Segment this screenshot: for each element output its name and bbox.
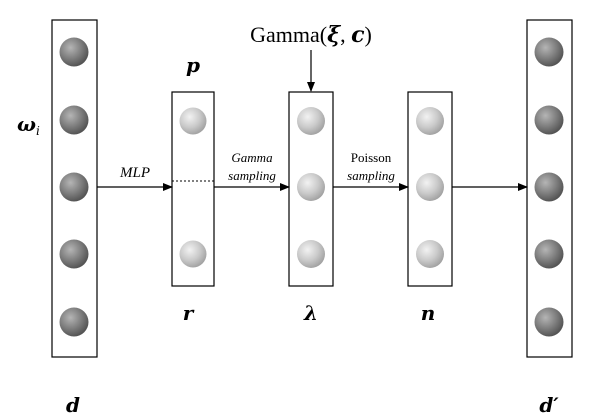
lambda-label: λ — [303, 301, 318, 325]
input-node — [59, 105, 89, 135]
input-node — [59, 172, 89, 202]
prior-close-paren: ) — [365, 22, 372, 47]
output-node — [534, 307, 564, 337]
r-node — [179, 240, 207, 268]
prior-label: Gamma(ξ, c) — [250, 22, 372, 48]
output-node — [534, 239, 564, 269]
lambda-layer — [288, 91, 334, 287]
lambda-node — [297, 240, 325, 268]
p-r-layer — [171, 91, 215, 287]
omega-subscript: i — [36, 124, 40, 138]
n-label: n — [421, 301, 436, 325]
lambda-node — [297, 173, 325, 201]
n-node — [416, 173, 444, 201]
prior-open-paren: ( — [320, 22, 327, 47]
output-node — [534, 105, 564, 135]
gamma-sampling-label-line2: sampling — [228, 168, 276, 183]
n-layer — [407, 91, 453, 287]
r-label: r — [183, 301, 195, 325]
poisson-sampling-label-line1: Poisson — [351, 150, 392, 165]
prior-separator: , — [340, 22, 351, 47]
lambda-node — [297, 107, 325, 135]
output-node — [534, 172, 564, 202]
input-node — [59, 37, 89, 67]
poisson-sampling-label-line2: sampling — [347, 168, 395, 183]
omega-symbol: ω — [17, 112, 36, 136]
input-layer-d — [51, 19, 98, 358]
prior-c: c — [351, 22, 365, 48]
d-prime-label: d′ — [539, 393, 559, 417]
prior-name: Gamma — [250, 22, 320, 47]
output-node — [534, 37, 564, 67]
n-node — [416, 240, 444, 268]
p-node — [179, 107, 207, 135]
input-node — [59, 239, 89, 269]
gamma-sampling-label-line1: Gamma — [231, 150, 273, 165]
mlp-label: MLP — [119, 165, 150, 181]
input-node — [59, 307, 89, 337]
omega-label: ωi — [17, 112, 40, 138]
n-node — [416, 107, 444, 135]
prior-xi: ξ — [327, 22, 341, 48]
p-label: p — [186, 53, 200, 77]
output-layer-d-prime — [526, 19, 573, 358]
d-label: d — [66, 393, 80, 417]
